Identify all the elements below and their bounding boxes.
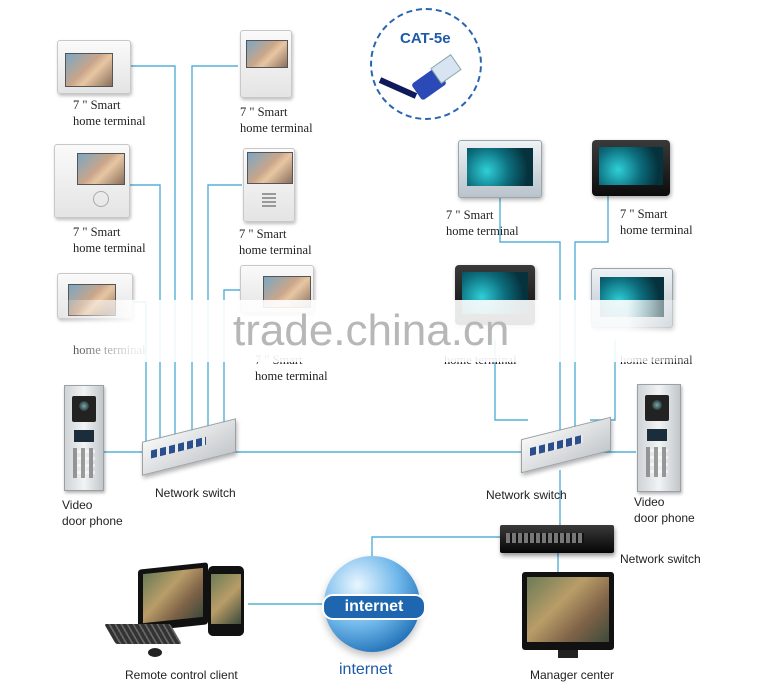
video-door-phone-right (637, 384, 681, 492)
network-switch-core (500, 525, 614, 553)
video-door-phone-left (64, 385, 104, 491)
watermark-text: trade.china.cn (233, 306, 510, 355)
cat5e-label: CAT-5e (400, 30, 451, 47)
globe-text: internet (322, 594, 426, 620)
smartphone-icon (208, 566, 244, 636)
watermark-band: trade.china.cn (55, 300, 705, 362)
cat5e-badge: CAT-5e (370, 8, 482, 120)
ethernet-cable-icon (378, 54, 462, 100)
manager-center-monitor (522, 572, 614, 658)
terminal-left-1 (57, 40, 131, 94)
internet-label: internet (339, 661, 393, 678)
keyboard-icon (104, 624, 182, 644)
remote-monitor (138, 562, 208, 632)
manager-center-label: Manager center (530, 668, 615, 682)
terminal-mid-2 (243, 148, 295, 222)
network-switch-right-label: Network switch (486, 488, 567, 502)
mouse-icon (148, 648, 162, 657)
internet-globe-icon: internet (322, 556, 426, 652)
network-switch-left-label: Network switch (155, 486, 236, 500)
terminal-mid-1 (240, 30, 292, 98)
remote-control-client-label: Remote control client (125, 668, 238, 682)
network-switch-core-label: Network switch (620, 552, 701, 566)
terminal-right-2 (592, 140, 670, 196)
terminal-left-2 (54, 144, 130, 218)
terminal-right-1 (458, 140, 542, 198)
remote-client-group (104, 562, 248, 662)
